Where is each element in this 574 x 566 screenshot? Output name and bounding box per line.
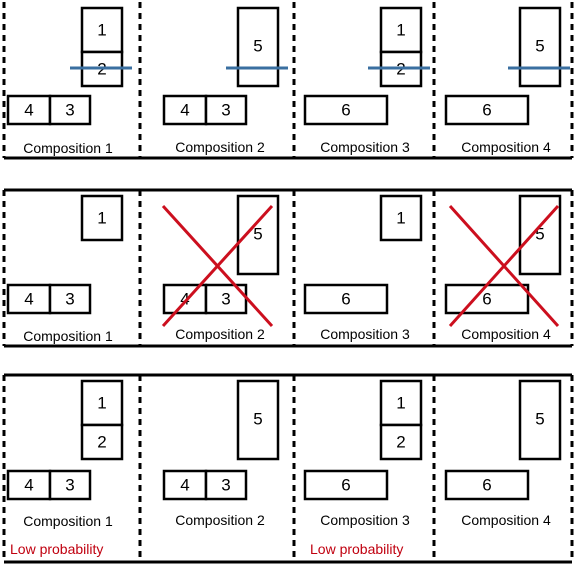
box-6-label: 6 bbox=[341, 475, 350, 494]
box-1-label: 1 bbox=[396, 208, 405, 227]
box-4 bbox=[162, 94, 208, 126]
box-5-label: 5 bbox=[535, 224, 544, 243]
box-3 bbox=[204, 469, 248, 501]
box-4-label: 4 bbox=[180, 289, 189, 308]
caption-composition-1: Composition 1 bbox=[23, 513, 113, 529]
box-4 bbox=[6, 94, 52, 126]
caption-composition-3: Composition 3 bbox=[320, 139, 410, 155]
box-4 bbox=[162, 283, 208, 315]
box-6 bbox=[303, 94, 389, 126]
box-5 bbox=[236, 379, 280, 461]
box-2 bbox=[379, 423, 423, 461]
box-1 bbox=[80, 379, 124, 427]
box-3-label: 3 bbox=[221, 289, 230, 308]
box-1-label: 1 bbox=[396, 393, 405, 412]
box-1 bbox=[379, 379, 423, 427]
box-3-label: 3 bbox=[65, 289, 74, 308]
box-4-label: 4 bbox=[24, 100, 33, 119]
box-5 bbox=[518, 6, 562, 88]
box-4-label: 4 bbox=[180, 100, 189, 119]
box-4 bbox=[6, 283, 52, 315]
box-3-label: 3 bbox=[65, 100, 74, 119]
box-4-label: 4 bbox=[180, 475, 189, 494]
box-1 bbox=[379, 194, 423, 242]
caption-composition-4: Composition 4 bbox=[461, 139, 551, 155]
box-3 bbox=[48, 94, 92, 126]
box-1 bbox=[80, 194, 124, 242]
box-5-label: 5 bbox=[253, 409, 262, 428]
box-2-label: 2 bbox=[396, 432, 405, 451]
box-5-label: 5 bbox=[535, 36, 544, 55]
box-3-label: 3 bbox=[221, 100, 230, 119]
box-6-label: 6 bbox=[482, 100, 491, 119]
box-6 bbox=[303, 283, 389, 315]
row-2: 1 4 3 Composition 1 5 4 3 Composition 2 … bbox=[2, 188, 574, 348]
box-6 bbox=[303, 469, 389, 501]
caption-composition-2: Composition 2 bbox=[175, 512, 265, 528]
row-3: 1 2 4 3 Composition 1 Low probability 5 … bbox=[2, 373, 574, 564]
box-4 bbox=[6, 469, 52, 501]
box-2-label: 2 bbox=[97, 432, 106, 451]
box-5-label: 5 bbox=[535, 409, 544, 428]
caption-composition-2: Composition 2 bbox=[175, 139, 265, 155]
box-5 bbox=[518, 194, 562, 276]
box-6-label: 6 bbox=[482, 475, 491, 494]
low-probability-note: Low probability bbox=[310, 541, 403, 557]
box-6 bbox=[444, 94, 530, 126]
box-5-label: 5 bbox=[253, 36, 262, 55]
box-3-label: 3 bbox=[221, 475, 230, 494]
cross-out-mark bbox=[161, 204, 274, 328]
caption-composition-1: Composition 1 bbox=[23, 140, 113, 156]
box-1-label: 1 bbox=[396, 20, 405, 39]
box-4-label: 4 bbox=[24, 475, 33, 494]
box-6-label: 6 bbox=[482, 289, 491, 308]
low-probability-note: Low probability bbox=[10, 541, 103, 557]
box-5 bbox=[236, 6, 280, 88]
caption-composition-1: Composition 1 bbox=[23, 328, 113, 344]
box-3-label: 3 bbox=[65, 475, 74, 494]
box-1-label: 1 bbox=[97, 393, 106, 412]
box-3 bbox=[48, 283, 92, 315]
caption-composition-2: Composition 2 bbox=[175, 326, 265, 342]
box-2 bbox=[80, 423, 124, 461]
row-1: 1 2 4 3 Composition 1 5 4 3 Composition … bbox=[2, 2, 574, 160]
box-5-label: 5 bbox=[253, 224, 262, 243]
box-6-label: 6 bbox=[341, 289, 350, 308]
caption-composition-4: Composition 4 bbox=[461, 512, 551, 528]
box-6-label: 6 bbox=[341, 100, 350, 119]
box-4-label: 4 bbox=[24, 289, 33, 308]
box-6 bbox=[444, 469, 530, 501]
caption-composition-3: Composition 3 bbox=[320, 326, 410, 342]
box-5 bbox=[518, 379, 562, 461]
box-3 bbox=[204, 94, 248, 126]
box-1-label: 1 bbox=[97, 20, 106, 39]
box-3 bbox=[48, 469, 92, 501]
caption-composition-4: Composition 4 bbox=[461, 326, 551, 342]
box-1-label: 1 bbox=[97, 208, 106, 227]
caption-composition-3: Composition 3 bbox=[320, 512, 410, 528]
cross-out-mark bbox=[448, 204, 560, 328]
